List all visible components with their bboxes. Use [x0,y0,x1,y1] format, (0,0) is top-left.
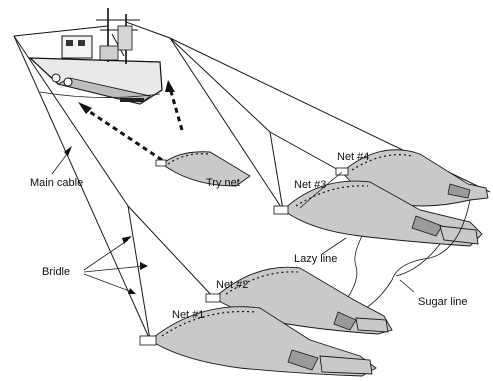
label-main-cable: Main cable [30,177,83,189]
shrimp-boat [14,8,170,104]
label-bridle: Bridle [42,266,70,278]
label-net-3: Net #3 [294,179,326,191]
front-net-pair [140,267,392,376]
label-lazy-line: Lazy line [294,253,337,265]
label-net-4: Net #4 [337,151,369,163]
label-net-1: Net #1 [172,309,204,321]
label-try-net: Try net [206,177,240,189]
label-net-2: Net #2 [216,279,248,291]
rear-net-pair [274,150,488,246]
label-sugar-line: Sugar line [418,296,468,308]
